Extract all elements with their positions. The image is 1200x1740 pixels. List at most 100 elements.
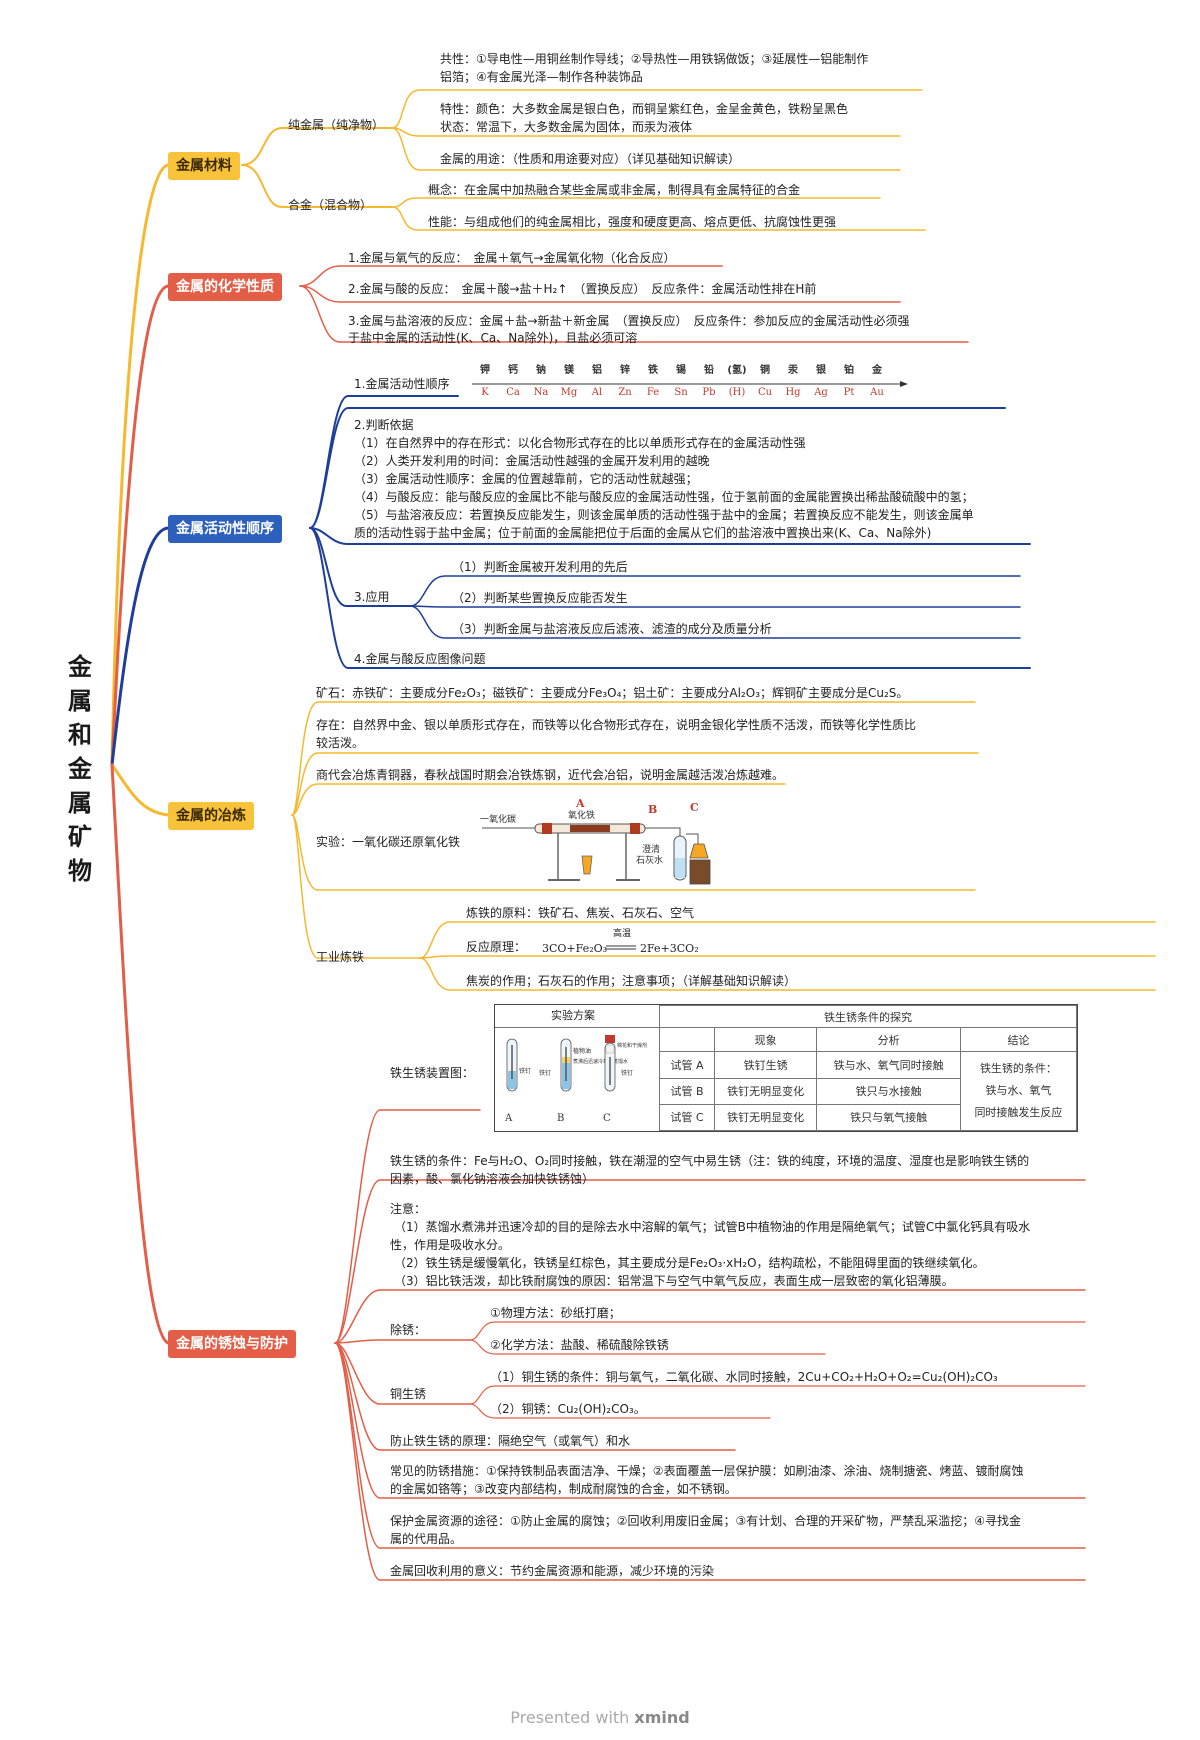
equation-condition: 高温 [613, 929, 632, 939]
activity-element-symbol: Hg [785, 387, 801, 398]
col-conclusion: 结论 [959, 1027, 1078, 1053]
activity-series-label: 1.金属活动性顺序 [354, 377, 450, 391]
recycle-meaning: 金属回收利用的意义：节约金属资源和能源，减少环境的污染 [390, 1564, 715, 1578]
svg-text:C: C [603, 1113, 611, 1124]
node-application[interactable]: 3.应用 [354, 590, 390, 604]
basis-5-line1: （5）与盐溶液反应：若置换反应能发生，则该金属单质的活动性强于盐中的金属；若置换… [354, 508, 974, 522]
node-metal-materials[interactable]: 金属材料 [168, 152, 240, 180]
activity-element-symbol: Al [591, 387, 603, 398]
basis-5-line2: 质的活动性弱于盐中金属；位于前面的金属能把位于后面的金属从它们的盐溶液中置换出来… [354, 526, 932, 540]
activity-element-symbol: Ca [506, 387, 520, 398]
chem-salt-reaction-line2: 于盐中金属的活动性(K、Ca、Na除外)，且盐必须可溶 [348, 331, 638, 345]
activity-element-name: 铁 [648, 365, 658, 376]
apparatus-b-label: B [648, 803, 657, 816]
rust-condition-line2: 因素，酸、氯化钠溶液会加快铁锈蚀） [390, 1172, 595, 1186]
chem-salt-reaction-line1: 3.金属与盐溶液的反应：金属＋盐→新盐＋新金属 （置换反应） 反应条件：参加反应… [348, 314, 910, 328]
industrial-roles: 焦炭的作用；石灰石的作用；注意事项；（详解基础知识解读） [466, 974, 797, 988]
measures-line2: 的金属如铬等；③改变内部结构，制成耐腐蚀的合金，如不锈钢。 [390, 1482, 737, 1496]
node-copper-rust[interactable]: 铜生锈 [390, 1387, 427, 1401]
note-1-line2: 性，作用是吸收水分。 [390, 1238, 511, 1252]
rust-plan-cell: 实验方案 铁钉 植物油 煮沸后迅速冷却的蒸馏水 铁钉 棉花和干燥剂 铁钉 A B… [495, 1005, 660, 1131]
svg-text:铁钉: 铁钉 [539, 1069, 551, 1077]
node-activity-series[interactable]: 金属活动性顺序 [168, 515, 282, 543]
apparatus-fe2o3-label: 氧化铁 [568, 809, 595, 821]
pure-property-line1: 特性：颜色：大多数金属是银白色，而铜呈紫红色，金呈金黄色，铁粉呈黑色 [440, 102, 849, 116]
svg-text:铁钉: 铁钉 [519, 1067, 531, 1075]
activity-element-symbol: Fe [646, 387, 660, 398]
node-chemical-properties[interactable]: 金属的化学性质 [168, 273, 282, 301]
wire-root-chemical [110, 284, 170, 767]
table-row: 试管 B [659, 1077, 715, 1105]
apparatus-limewater-2: 石灰水 [636, 854, 663, 866]
rust-explore-header: 铁生锈条件的探究 [659, 1004, 1077, 1029]
rust-plan-header: 实验方案 [551, 1009, 595, 1022]
node-rust-removal[interactable]: 除锈： [390, 1323, 427, 1337]
activity-element-symbol: Cu [757, 387, 773, 398]
removal-physical: ①物理方法：砂纸打磨； [490, 1306, 621, 1320]
industrial-principle-label: 反应原理： [466, 940, 527, 954]
col-phenomenon: 现象 [713, 1027, 818, 1053]
removal-chemical: ②化学方法：盐酸、稀硫酸除铁锈 [490, 1338, 669, 1352]
node-smelting[interactable]: 金属的冶炼 [168, 802, 254, 830]
alloy-performance: 性能：与组成他们的纯金属相比，强度和硬度更高、熔点更低、抗腐蚀性更强 [428, 215, 837, 229]
smelting-exist-line2: 较活泼。 [316, 736, 365, 750]
app-1: （1）判断金属被开发利用的先后 [452, 560, 628, 574]
activity-element-name: 锡 [676, 365, 686, 376]
apparatus-co-label: 一氧化碳 [480, 813, 516, 825]
app-2: （2）判断某些置换反应能否发生 [452, 591, 628, 605]
table-row: 试管 A [659, 1051, 715, 1079]
footer-prefix: Presented with [510, 1708, 635, 1727]
measures-line1: 常见的防锈措施：①保持铁制品表面洁净、干燥；②表面覆盖一层保护膜：如刷油漆、涂油… [390, 1464, 1024, 1478]
note-1-line1: （1）蒸馏水煮沸并迅速冷却的目的是除去水中溶解的氧气；试管B中植物油的作用是隔绝… [394, 1220, 1031, 1234]
activity-element-symbol: Pb [702, 387, 716, 398]
node-alloy[interactable]: 合金（混合物） [288, 198, 373, 212]
activity-element-name: 铜 [760, 365, 770, 376]
pure-usage: 金属的用途：（性质和用途要对应）（详见基础知识解读） [440, 152, 741, 166]
activity-element-name: 银 [816, 365, 826, 376]
svg-text:煮沸后迅速冷却的蒸馏水: 煮沸后迅速冷却的蒸馏水 [573, 1058, 628, 1065]
prevent-principle: 防止铁生锈的原理：隔绝空气（或氧气）和水 [390, 1434, 631, 1448]
activity-element-name: 铝 [592, 365, 602, 376]
activity-element-name: 铂 [844, 365, 854, 376]
activity-element-name: 钠 [536, 365, 546, 376]
activity-element-name: 钙 [508, 365, 518, 376]
copper-condition: （1）铜生锈的条件：铜与氧气，二氧化碳、水同时接触，2Cu+CO₂+H₂O+O₂… [490, 1370, 998, 1384]
wire-root-smelting [110, 763, 170, 817]
svg-text:棉花和干燥剂: 棉花和干燥剂 [617, 1042, 647, 1049]
rust-conclusion: 铁生锈的条件： 铁与水、氧气 同时接触发生反应 [959, 1051, 1078, 1131]
activity-element-name: 金 [872, 365, 882, 376]
alloy-concept: 概念：在金属中加热融合某些金属或非金属，制得具有金属特征的合金 [428, 183, 801, 197]
basis-1: （1）在自然界中的存在形式：以化合物形式存在的比以单质形式存在的金属活动性强 [354, 436, 806, 450]
wire-root-activity [110, 526, 170, 767]
rust-device-label: 铁生锈装置图： [390, 1066, 475, 1080]
co-reduction-apparatus: 一氧化碳 A 氧化铁 澄清 石灰水 B C [480, 797, 711, 885]
activity-element-symbol: (H) [728, 387, 746, 398]
note-3: （3）铝比铁活泼，却比铁耐腐蚀的原因：铝常温下与空气中氧气反应，表面生成一层致密… [394, 1274, 954, 1288]
activity-element-symbol: Zn [618, 387, 632, 398]
activity-element-symbol: Au [870, 387, 884, 398]
industrial-materials: 炼铁的原料：铁矿石、焦炭、石灰石、空气 [466, 906, 695, 920]
acid-graph: 4.金属与酸反应图像问题 [354, 652, 486, 666]
activity-element-symbol: K [481, 387, 489, 398]
activity-element-name: 镁 [564, 365, 574, 376]
activity-element-symbol: Na [533, 387, 549, 398]
equation-left: 3CO+Fe₂O₃ [542, 942, 608, 955]
node-corrosion-protection[interactable]: 金属的锈蚀与防护 [168, 1330, 296, 1358]
node-pure-metal[interactable]: 纯金属（纯净物） [288, 118, 385, 132]
basis-2: （2）人类开发利用的时间：金属活动性越强的金属开发利用的越晚 [354, 454, 710, 468]
apparatus-limewater-1: 澄清 [642, 843, 660, 855]
svg-text:植物油: 植物油 [573, 1047, 591, 1055]
rust-results-grid: 铁生锈条件的探究 现象 分析 结论 试管 A 铁钉生锈 铁与水、氧气同时接触 铁… [659, 1004, 1078, 1132]
activity-element-symbol: Sn [674, 387, 688, 398]
basis-3: （3）金属活动性顺序：金属的位置越靠前，它的活动性就越强； [354, 472, 698, 486]
node-industrial-iron[interactable]: 工业炼铁 [316, 950, 365, 964]
table-row: 试管 C [659, 1103, 715, 1132]
activity-element-name: 钾 [480, 365, 490, 376]
wire-root-materials [110, 163, 170, 767]
app-3: （3）判断金属与盐溶液反应后滤液、滤渣的成分及质量分析 [452, 622, 772, 636]
copper-patina: （2）铜锈：Cu₂(OH)₂CO₃。 [490, 1402, 646, 1416]
footer-branding: Presented with xmind [0, 1708, 1200, 1727]
smelting-experiment: 实验：一氧化碳还原氧化铁 [316, 835, 461, 849]
